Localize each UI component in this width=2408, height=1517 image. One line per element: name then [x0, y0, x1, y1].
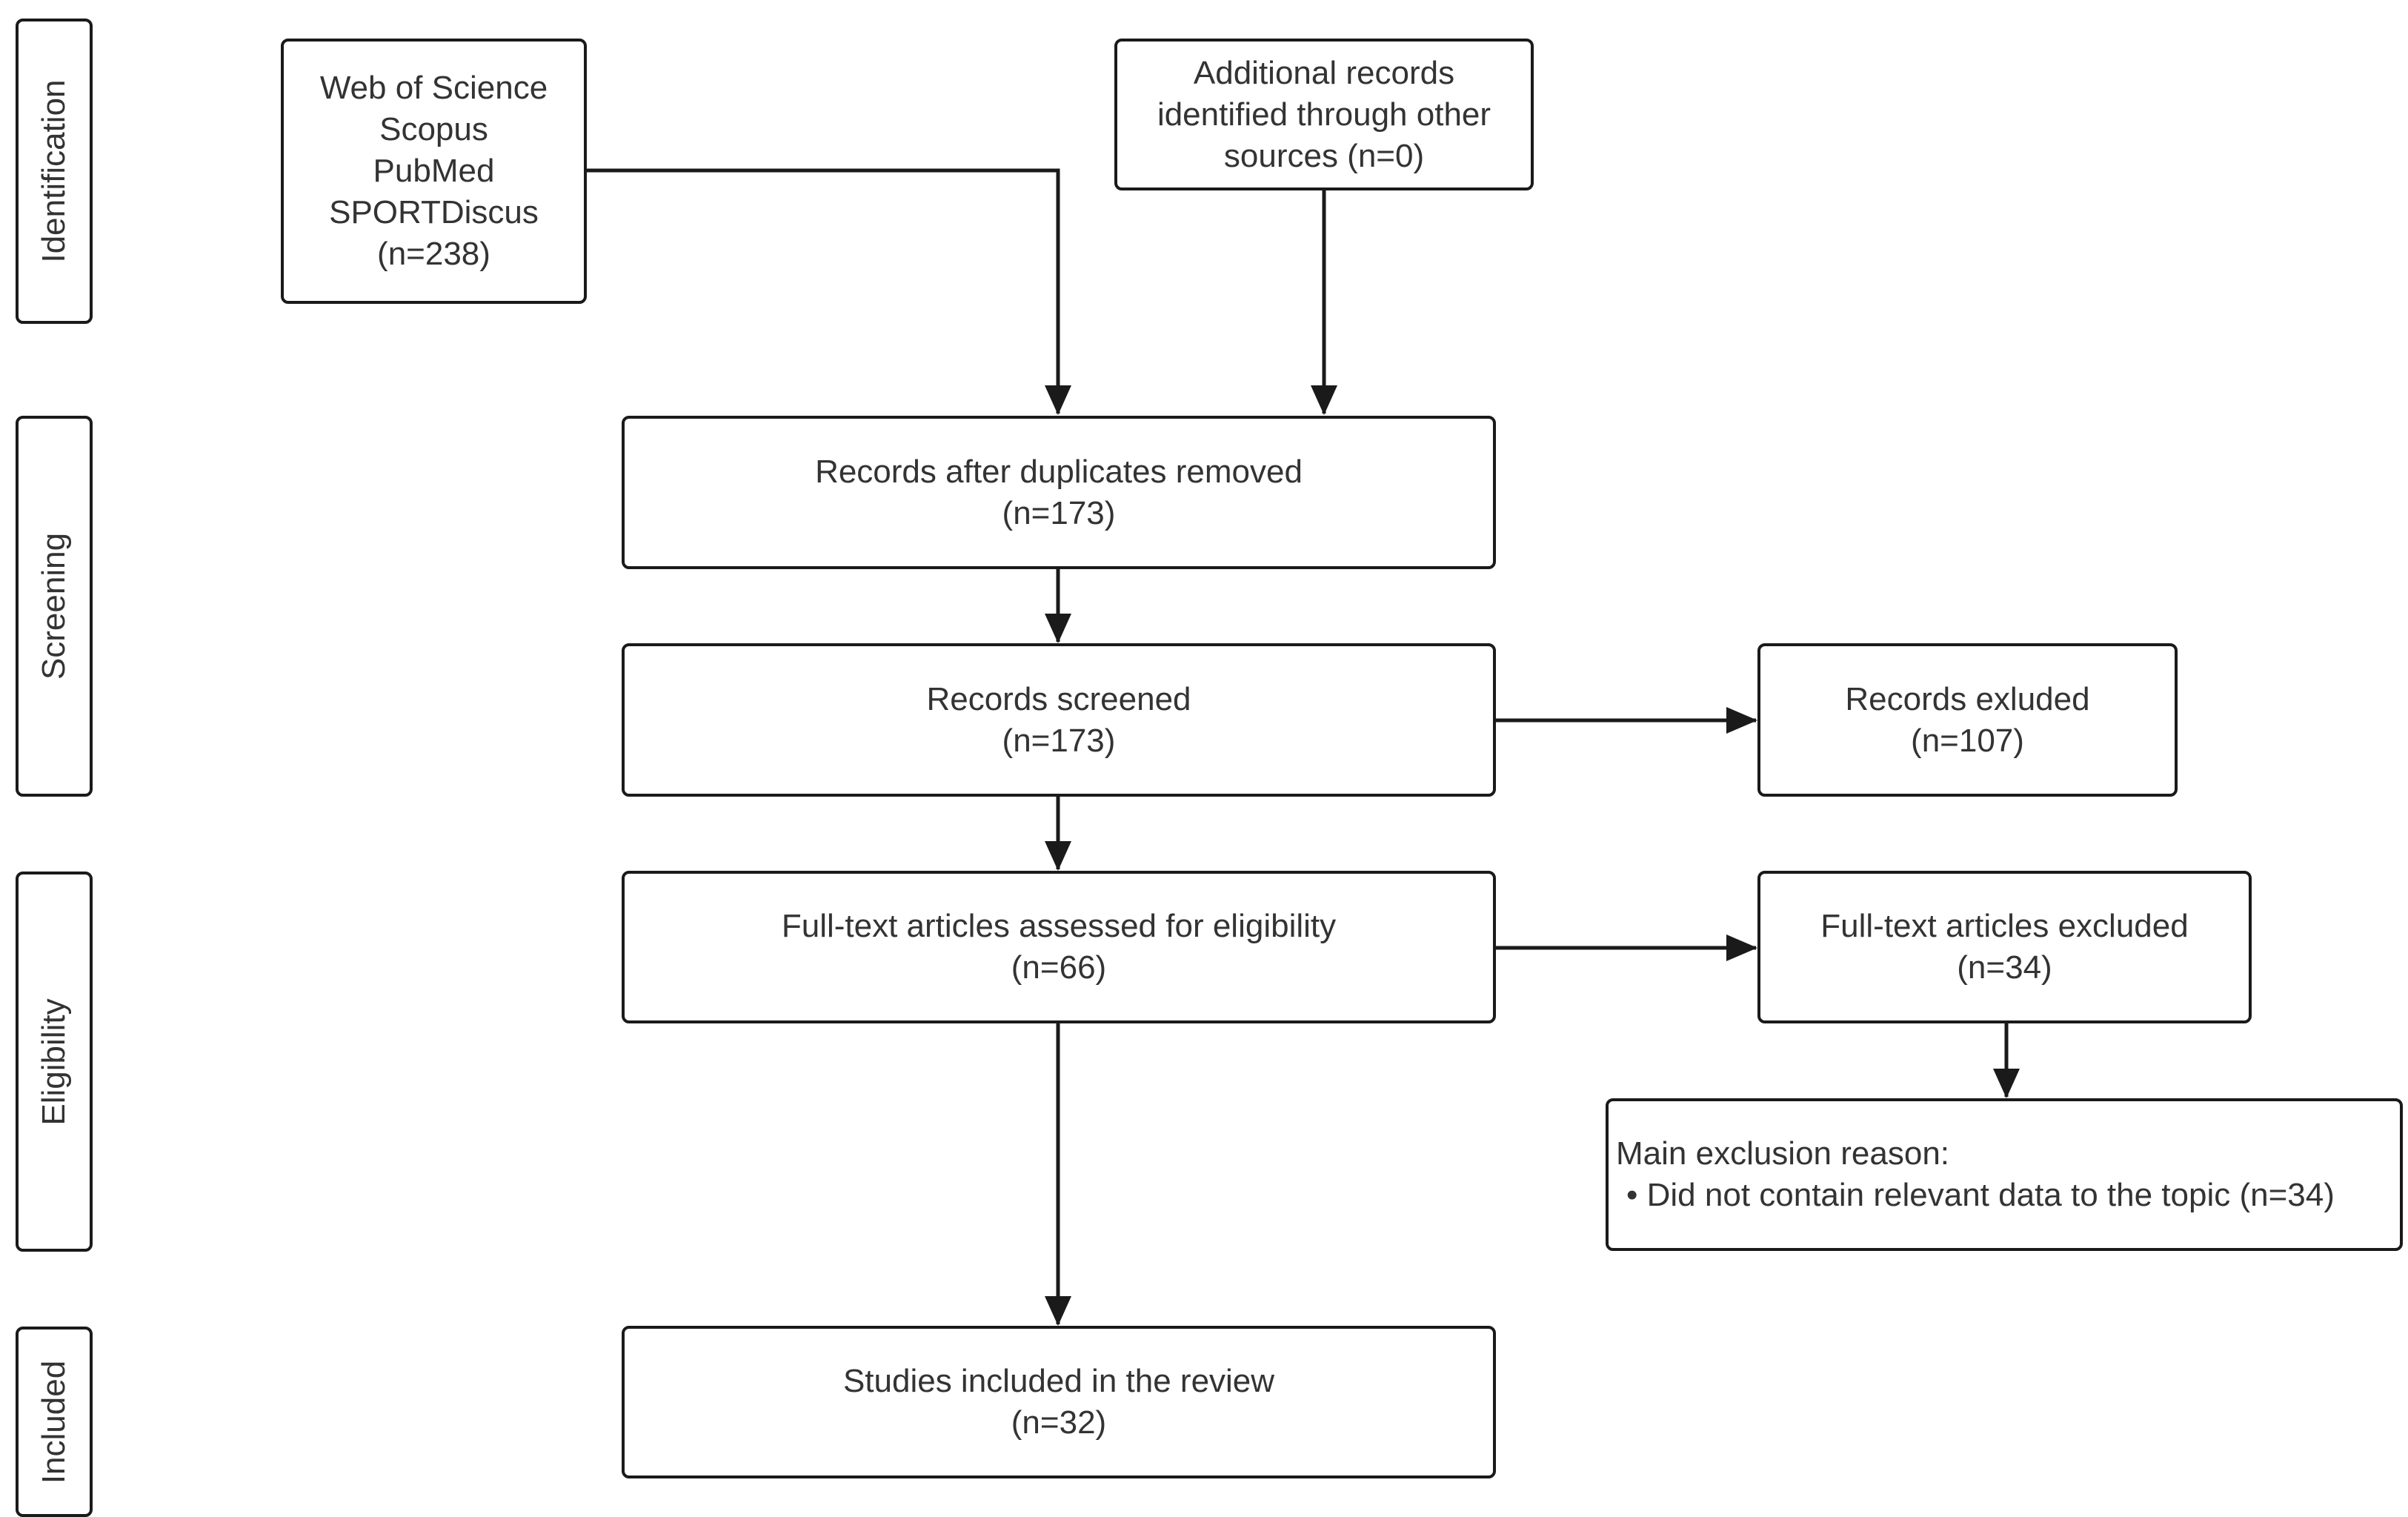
fulltext-line-1: Full-text articles assessed for eligibil…: [781, 908, 1337, 944]
screened-line-1: Records screened: [926, 680, 1191, 717]
box-records-screened: Records screened (n=173): [622, 643, 1496, 797]
databases-line-4: SPORTDiscus: [329, 194, 539, 230]
box-databases: Web of Science Scopus PubMed SPORTDiscus…: [281, 39, 587, 304]
screened-line-2: (n=173): [1002, 722, 1116, 759]
stage-included: Included: [16, 1327, 93, 1517]
box-duplicates-removed: Records after duplicates removed (n=173): [622, 416, 1496, 569]
fulltext-line-2: (n=66): [1011, 949, 1107, 986]
additional-line-3: sources (n=0): [1223, 137, 1425, 174]
stage-identification: Identification: [16, 19, 93, 324]
stage-eligibility: Eligibility: [16, 872, 93, 1252]
databases-line-5: (n=238): [377, 236, 490, 272]
exclusion-reason-item: • Did not contain relevant data to the t…: [1626, 1177, 2335, 1213]
databases-line-1: Web of Science: [319, 70, 548, 106]
box-exclusion-reason: Main exclusion reason: • Did not contain…: [1606, 1098, 2403, 1251]
included-line-1: Studies included in the review: [842, 1363, 1275, 1399]
fulltext-excluded-line-2: (n=34): [1957, 949, 2052, 986]
arrow-databases-to-duplicates: [585, 168, 1062, 414]
box-fulltext-excluded: Full-text articles excluded (n=34): [1757, 871, 2252, 1023]
stage-screening: Screening: [16, 416, 93, 797]
included-line-2: (n=32): [1011, 1404, 1107, 1441]
fulltext-excluded-line-1: Full-text articles excluded: [1820, 908, 2189, 944]
additional-line-2: identified through other: [1157, 96, 1491, 133]
databases-line-2: Scopus: [379, 111, 488, 147]
exclusion-reason-heading: Main exclusion reason:: [1616, 1135, 1950, 1172]
box-fulltext-assessed: Full-text articles assessed for eligibil…: [622, 871, 1496, 1023]
box-records-excluded: Records exluded (n=107): [1757, 643, 2178, 797]
duplicates-line-2: (n=173): [1002, 494, 1116, 531]
excluded-line-2: (n=107): [1911, 722, 2024, 759]
duplicates-line-1: Records after duplicates removed: [815, 453, 1303, 490]
excluded-line-1: Records exluded: [1845, 680, 2090, 717]
box-studies-included: Studies included in the review (n=32): [622, 1326, 1496, 1478]
additional-line-1: Additional records: [1193, 54, 1455, 91]
box-additional-records: Additional records identified through ot…: [1114, 39, 1534, 190]
databases-line-3: PubMed: [373, 153, 495, 189]
